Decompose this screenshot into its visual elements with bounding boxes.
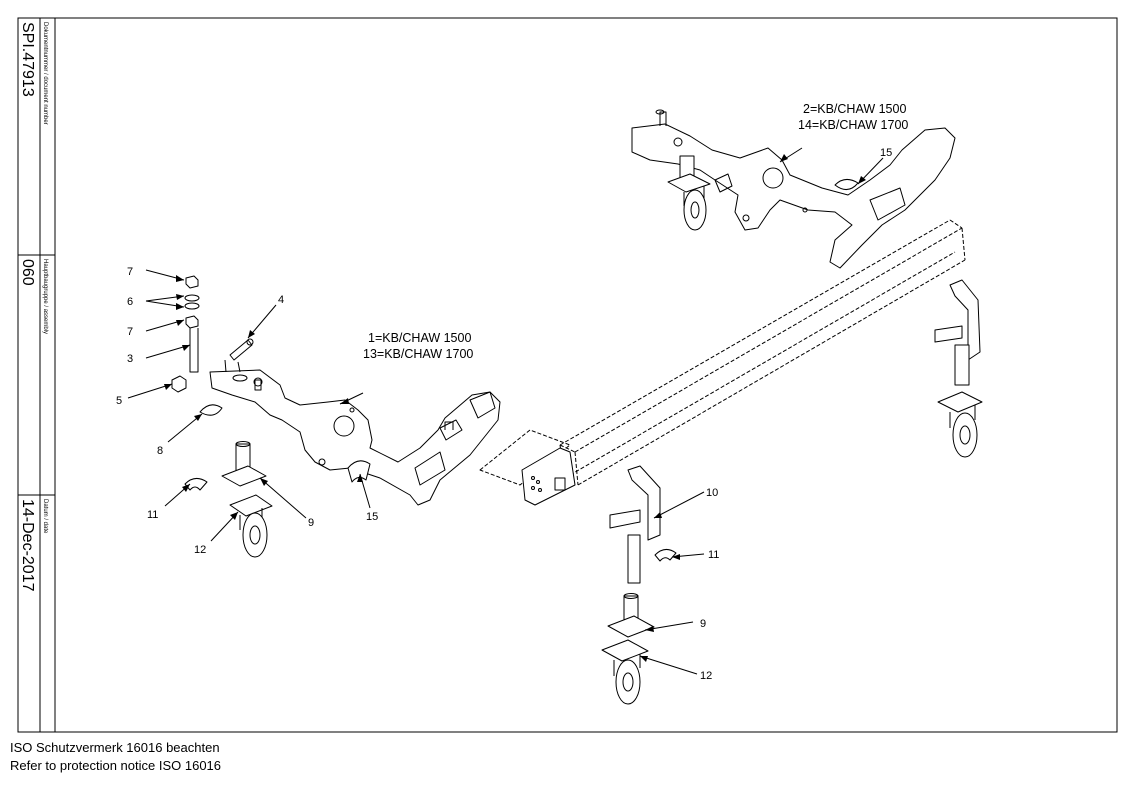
callout-5: 5 xyxy=(116,395,122,407)
date-label: Datum / date xyxy=(42,499,48,534)
leader-arrowheads xyxy=(164,154,866,662)
callout-9-left: 9 xyxy=(308,517,314,529)
drawing-frame xyxy=(17,17,1118,733)
document-number: SPI.47913 xyxy=(19,22,36,97)
callout-numbers: 7 6 7 4 3 5 8 11 9 12 15 15 10 11 9 12 xyxy=(116,147,892,682)
right-frame-designation-2: 14=KB/CHAW 1700 xyxy=(798,118,908,132)
callout-9-front: 9 xyxy=(700,618,706,630)
left-caster-assembly xyxy=(184,441,273,558)
callout-12-left: 12 xyxy=(194,544,206,556)
callout-12-front: 12 xyxy=(700,670,712,682)
left-hardware-stack xyxy=(171,275,254,416)
front-caster-assembly xyxy=(601,465,677,705)
beam-end-block xyxy=(521,447,576,506)
date-value: 14-Dec-2017 xyxy=(19,499,36,592)
callout-6: 6 xyxy=(127,296,133,308)
right-side-frame xyxy=(631,109,956,269)
protection-notice-english: Refer to protection notice ISO 16016 xyxy=(10,758,222,773)
right-top-caster xyxy=(667,155,711,231)
part-designations: 1=KB/CHAW 1500 13=KB/CHAW 1700 2=KB/CHAW… xyxy=(363,102,908,361)
assembly-number: 060 xyxy=(19,259,36,286)
title-block: Dokumentnummer / document number SPI.479… xyxy=(19,22,48,592)
callout-3: 3 xyxy=(127,353,133,365)
right-rear-caster xyxy=(934,279,983,458)
dashed-main-beam xyxy=(479,219,966,486)
document-number-label: Dokumentnummer / document number xyxy=(42,22,48,125)
callout-7-lower: 7 xyxy=(127,326,133,338)
left-side-frame xyxy=(209,359,501,506)
callout-15-left: 15 xyxy=(366,511,378,523)
callout-8: 8 xyxy=(157,445,163,457)
left-frame-designation-1: 1=KB/CHAW 1500 xyxy=(368,331,471,345)
right-flex-part xyxy=(347,460,371,483)
callout-11-left: 11 xyxy=(147,509,158,521)
callout-7-top: 7 xyxy=(127,266,133,278)
callout-10: 10 xyxy=(706,487,718,499)
callout-4: 4 xyxy=(278,294,284,306)
right-frame-designation-1: 2=KB/CHAW 1500 xyxy=(803,102,906,116)
linework xyxy=(127,109,983,705)
callout-11-front: 11 xyxy=(708,549,719,561)
leader-lines xyxy=(127,147,884,675)
assembly-label: Hauptbaugruppe / assembly xyxy=(42,259,48,334)
left-frame-designation-2: 13=KB/CHAW 1700 xyxy=(363,347,473,361)
protection-notice-german: ISO Schutzvermerk 16016 beachten xyxy=(10,740,220,755)
callout-15-right: 15 xyxy=(880,147,892,159)
